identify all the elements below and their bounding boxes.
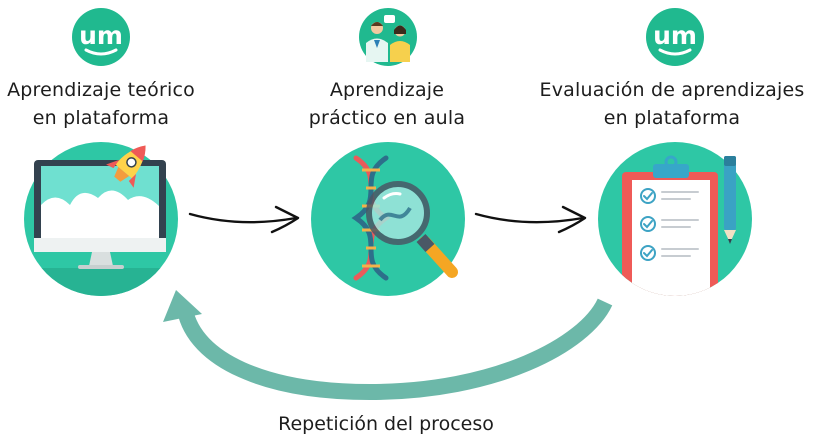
monitor-rocket-icon xyxy=(24,142,178,296)
loop-caption: Repetición del proceso xyxy=(278,413,494,435)
svg-text:um: um xyxy=(79,21,123,50)
um-logo-icon: um xyxy=(72,8,130,66)
step-1-label-line-2: en plataforma xyxy=(32,107,170,129)
um-logo-icon: um xyxy=(646,8,704,66)
step-3-label-line-1: Evaluación de aprendizajes xyxy=(539,79,805,101)
step-1-label-line-1: Aprendizaje teórico xyxy=(7,79,195,101)
people-meeting-icon xyxy=(359,8,417,66)
svg-text:um: um xyxy=(653,21,697,50)
curved-return-arrow-icon xyxy=(163,290,613,401)
dna-magnifier-icon xyxy=(311,142,465,296)
step-2-label-line-1: Aprendizaje xyxy=(329,79,445,101)
clipboard-checklist-icon xyxy=(598,142,752,296)
step-2-label: Aprendizaje práctico en aula xyxy=(286,76,488,132)
hand-drawn-arrow-icon xyxy=(474,205,587,234)
hand-drawn-arrow-icon xyxy=(188,205,300,234)
step-3-label: Evaluación de aprendizajes en plataforma xyxy=(528,76,816,132)
step-3-label-line-2: en plataforma xyxy=(603,107,741,129)
step-1-label: Aprendizaje teórico en plataforma xyxy=(0,76,202,132)
step-2-label-line-2: práctico en aula xyxy=(308,107,466,129)
